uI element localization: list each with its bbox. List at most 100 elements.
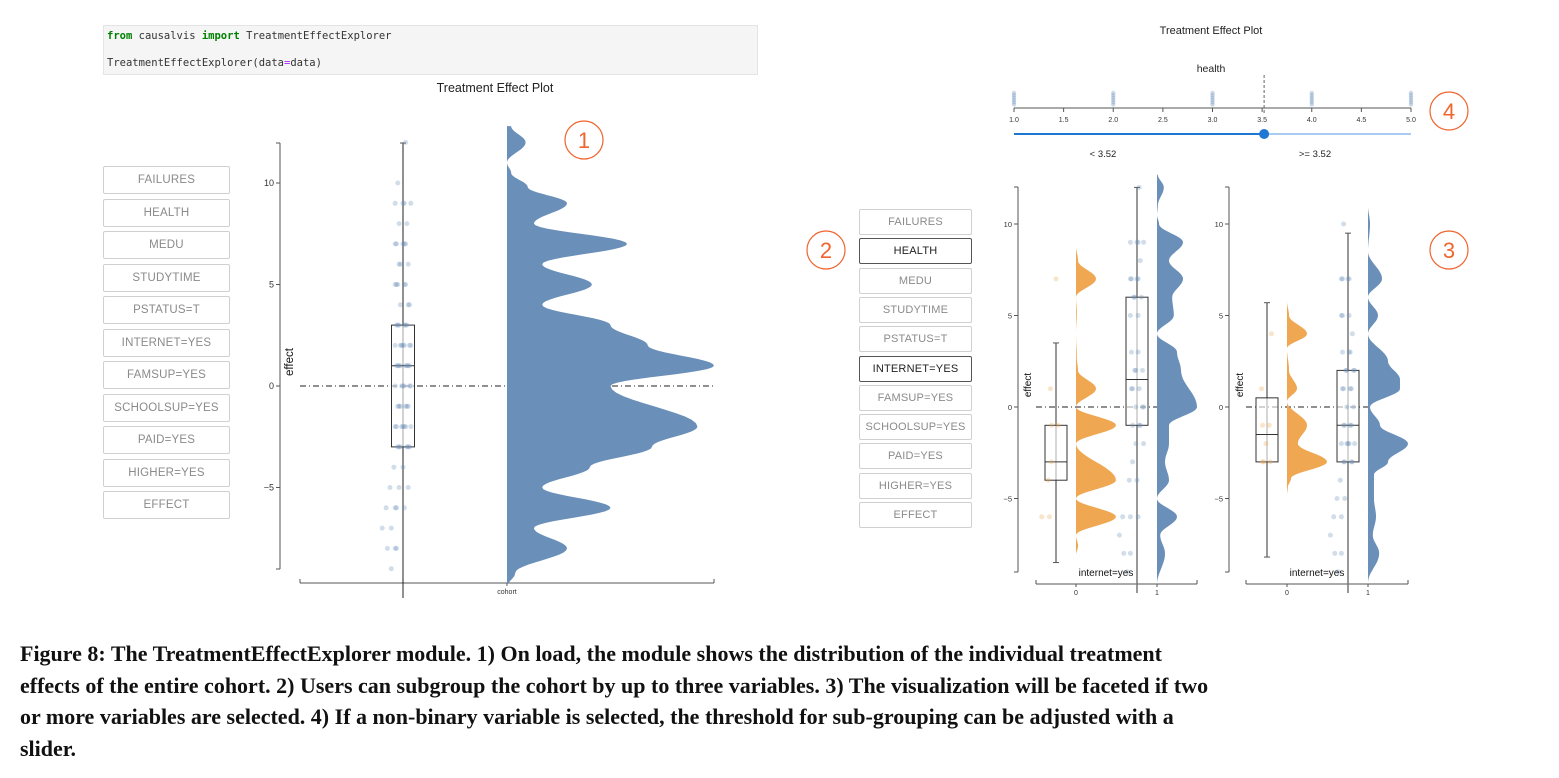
strip-point	[405, 363, 411, 369]
strip-point	[1344, 441, 1350, 447]
variable-button-internet-yes[interactable]: INTERNET=YES	[103, 328, 230, 357]
slider-thumb[interactable]	[1259, 129, 1270, 139]
annotation-number: 3	[1443, 238, 1455, 263]
strip-point	[400, 200, 406, 206]
strip-point	[1011, 100, 1017, 105]
variable-button-studytime[interactable]: STUDYTIME	[859, 296, 972, 323]
strip-point	[1121, 550, 1127, 556]
strip-point	[1335, 569, 1341, 575]
code-cell[interactable]: from causalvis import TreatmentEffectExp…	[103, 25, 758, 75]
strip-point	[1137, 258, 1143, 264]
left-plot-title: Treatment Effect Plot	[437, 81, 554, 95]
strip-point	[396, 261, 402, 267]
strip-point	[1345, 276, 1351, 282]
variable-button-studytime[interactable]: STUDYTIME	[103, 263, 230, 292]
strip-point	[1340, 276, 1345, 282]
strip-point	[388, 525, 394, 531]
strip-point	[392, 383, 398, 389]
y-tick-label: 0	[1219, 403, 1223, 412]
call-text-end: data)	[290, 57, 322, 69]
strip-point	[395, 282, 401, 287]
variable-button-higher-yes[interactable]: HIGHER=YES	[859, 472, 972, 499]
strip-point	[395, 444, 401, 450]
strip-point	[1309, 100, 1314, 105]
variable-button-medu[interactable]: MEDU	[859, 267, 972, 294]
strip-point	[1111, 100, 1116, 105]
strip-point	[1341, 221, 1347, 227]
import-name: TreatmentEffectExplorer	[239, 30, 392, 42]
variable-button-health[interactable]: HEALTH	[103, 198, 230, 227]
caption-line: or more variables are selected. 4) If a …	[20, 704, 1174, 729]
variable-button-effect[interactable]: EFFECT	[859, 502, 972, 528]
annotation-circle	[1429, 230, 1469, 270]
strip-point	[1210, 90, 1215, 96]
strip-point	[407, 383, 412, 389]
strip-point	[1135, 349, 1141, 355]
strip-point	[1111, 97, 1116, 103]
strip-point	[397, 403, 403, 409]
strip-point	[1210, 93, 1215, 98]
strip-point	[1408, 102, 1414, 107]
strip-point	[1309, 93, 1314, 98]
strip-point	[392, 282, 398, 287]
variable-button-effect[interactable]: EFFECT	[103, 491, 230, 519]
axis-tick-label: 4.0	[1307, 117, 1317, 124]
variable-button-higher-yes[interactable]: HIGHER=YES	[103, 458, 230, 487]
strip-point	[1408, 90, 1414, 96]
x-tick-label: cohort	[497, 589, 517, 596]
strip-point	[1135, 239, 1141, 245]
strip-point	[1135, 313, 1141, 318]
facet-label-high: >= 3.52	[1299, 149, 1331, 160]
strip-point	[408, 383, 414, 389]
strip-point	[403, 241, 409, 247]
y-tick-label: −5	[264, 483, 274, 493]
strip-point	[397, 342, 403, 348]
operator: =	[284, 57, 291, 69]
strip-point	[1408, 100, 1414, 105]
annotation-marker-3: 3	[1429, 230, 1469, 270]
variable-button-pstatus-t[interactable]: PSTATUS=T	[103, 296, 230, 324]
variable-button-pstatus-t[interactable]: PSTATUS=T	[859, 326, 972, 353]
variable-button-internet-yes[interactable]: INTERNET=YES	[859, 355, 972, 382]
annotation-circle	[1429, 91, 1469, 131]
strip-point	[1130, 386, 1136, 392]
code-line-call: TreatmentEffectExplorer(data=data)	[107, 57, 322, 69]
strip-point	[1127, 313, 1133, 318]
strip-point	[407, 302, 412, 308]
variable-button-failures[interactable]: FAILURES	[103, 166, 230, 194]
code-line-import: from causalvis import TreatmentEffectExp…	[107, 30, 392, 42]
strip-point	[405, 261, 411, 267]
variable-button-paid-yes[interactable]: PAID=YES	[103, 426, 230, 454]
strip-point	[1348, 386, 1354, 392]
variable-button-famsup-yes[interactable]: FAMSUP=YES	[859, 384, 972, 411]
variable-button-famsup-yes[interactable]: FAMSUP=YES	[103, 361, 230, 389]
variable-button-paid-yes[interactable]: PAID=YES	[859, 443, 972, 470]
variable-button-schoolsup-yes[interactable]: SCHOOLSUP=YES	[103, 393, 230, 422]
strip-point	[404, 363, 410, 369]
strip-point	[1347, 349, 1353, 355]
variable-button-health[interactable]: HEALTH	[859, 238, 972, 265]
annotation-number: 2	[820, 238, 832, 263]
strip-point	[1338, 441, 1344, 447]
y-tick-label: −5	[1214, 495, 1223, 504]
variable-button-medu[interactable]: MEDU	[103, 231, 230, 259]
strip-point	[408, 424, 414, 430]
strip-point	[400, 342, 406, 348]
strip-point	[401, 383, 407, 389]
strip-point	[1346, 349, 1352, 355]
strip-point	[1134, 477, 1140, 483]
slider-variable-label: health	[1197, 63, 1226, 75]
axis-tick-label: 2.5	[1158, 117, 1168, 124]
annotation-marker-1: 1	[564, 120, 604, 160]
variable-button-schoolsup-yes[interactable]: SCHOOLSUP=YES	[859, 414, 972, 441]
strip-point	[1126, 477, 1132, 483]
strip-point	[401, 505, 407, 511]
x-tick-label: 1	[1155, 590, 1159, 597]
strip-point	[403, 139, 409, 145]
variable-button-failures[interactable]: FAILURES	[859, 209, 972, 235]
strip-point	[401, 342, 407, 348]
strip-point	[1135, 276, 1141, 282]
